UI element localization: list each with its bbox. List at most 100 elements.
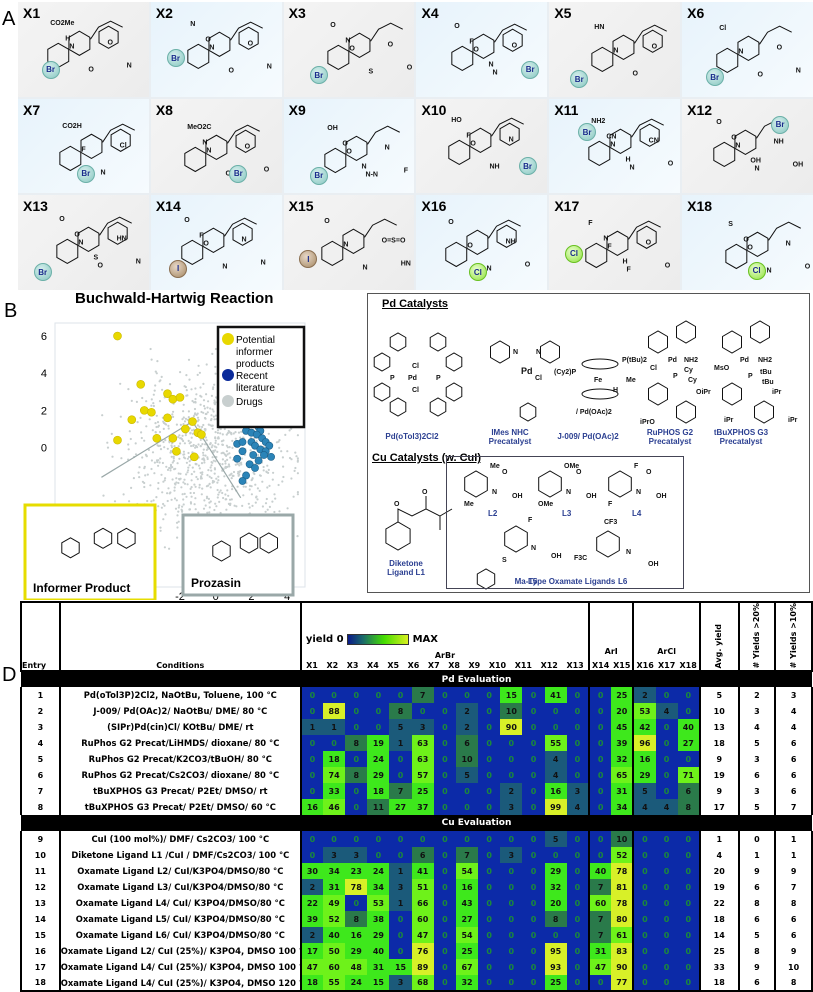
drug-point <box>296 491 299 494</box>
drug-point <box>230 433 233 436</box>
ring-bond <box>327 44 349 71</box>
drug-point <box>195 393 198 396</box>
yield-cell-x11: 0 <box>522 911 545 928</box>
drug-point <box>296 459 299 462</box>
literature-point <box>238 477 247 485</box>
atom-label: Me <box>464 501 474 508</box>
drug-point <box>176 536 179 539</box>
drug-point <box>204 443 207 446</box>
drug-point <box>290 458 293 461</box>
atom-label: N <box>384 144 389 151</box>
yield-cell-x11: 0 <box>522 847 545 864</box>
drug-point <box>166 447 169 450</box>
atom-label: MeO2C <box>187 124 211 131</box>
drug-point <box>164 477 167 480</box>
avg-yield-cell: 4 <box>698 847 739 864</box>
yield-cell-x8: 0 <box>455 831 479 848</box>
yield-cell-x11: 0 <box>522 767 545 784</box>
yield-cell-x14: 0 <box>588 719 612 736</box>
yield-cell-x3: 24 <box>345 975 368 992</box>
y-tick-label: 4 <box>41 368 47 380</box>
atom-label: S <box>368 68 373 75</box>
yield-cell-x9: 0 <box>478 687 501 704</box>
compound-id: X9 <box>288 101 306 118</box>
atom-label: O <box>324 219 330 226</box>
atom-label: OH <box>793 161 804 168</box>
drug-point <box>162 502 165 506</box>
atom-label: OH <box>327 125 338 132</box>
drug-point <box>221 433 224 436</box>
drug-point <box>211 387 215 391</box>
yield-cell-x10: 0 <box>500 959 523 976</box>
yield-legend-label: yield <box>305 634 334 646</box>
atom-label: Cy <box>684 367 693 374</box>
yield-cell-x18: 0 <box>677 831 700 848</box>
drug-point <box>170 446 174 449</box>
compound-id: X12 <box>687 101 713 118</box>
drug-point <box>196 424 199 427</box>
atom-label: F <box>81 146 86 153</box>
drug-point <box>224 460 227 463</box>
drug-point <box>250 493 253 496</box>
yield-cell-x3: 78 <box>345 879 368 896</box>
drug-point <box>213 418 216 421</box>
yield-cell-x14: 0 <box>588 847 612 864</box>
atom-label: N <box>735 142 740 149</box>
yields-gt10-cell: 4 <box>774 719 813 736</box>
halide-marker-br: Br <box>578 123 597 142</box>
drug-point <box>223 427 226 431</box>
yield-cell-x15: 31 <box>611 783 634 800</box>
ring-bond <box>187 43 210 70</box>
drug-point <box>205 412 208 416</box>
drug-point <box>140 436 143 440</box>
entry-header: Entry <box>20 600 60 673</box>
drug-point <box>196 478 199 481</box>
drug-point <box>222 496 225 500</box>
atom-label: N <box>362 265 367 272</box>
ligand-label: L2 <box>488 509 498 518</box>
yield-cell-x11: 0 <box>522 863 545 880</box>
chain-bond <box>628 220 662 240</box>
molecule-structure-x10: HOONHNNF <box>448 117 533 170</box>
drug-point <box>227 463 230 466</box>
literature-point <box>249 451 258 459</box>
drug-point <box>241 504 244 507</box>
section-title: Pd Evaluation <box>21 671 812 688</box>
drug-point <box>211 352 214 355</box>
ring-bond <box>348 32 371 58</box>
drug-point <box>177 445 180 448</box>
ring-bond <box>642 29 664 53</box>
ring-bond <box>519 402 537 422</box>
drug-point <box>258 489 261 492</box>
yield-cell-x12: 20 <box>544 895 567 912</box>
drug-point <box>150 404 153 407</box>
drug-point <box>197 364 200 367</box>
yield-cell-x3: 8 <box>345 735 368 752</box>
yield-cell-x4: 15 <box>367 975 390 992</box>
yield-cell-x3: 3 <box>345 847 368 864</box>
drug-point <box>120 457 123 460</box>
yield-cell-x14: 0 <box>588 703 612 720</box>
drug-point <box>130 399 133 402</box>
chain-bond <box>491 117 525 137</box>
halide-marker-br: Br <box>41 60 60 79</box>
drug-point <box>198 483 201 486</box>
atom-label: iPrO <box>640 419 655 426</box>
drug-point <box>202 454 205 457</box>
yield-cell-x5: 3 <box>389 975 412 992</box>
yield-cell-x14: 0 <box>588 975 612 992</box>
ring-bond <box>636 225 658 250</box>
yield-cell-x17: 0 <box>655 863 678 880</box>
informer-point <box>113 331 122 341</box>
yields-gt10-cell: 7 <box>774 879 813 896</box>
drug-point <box>101 414 104 417</box>
drug-point <box>278 446 281 449</box>
drug-point <box>209 424 212 427</box>
drug-point <box>251 504 254 507</box>
yield-cell-x6: 51 <box>411 879 434 896</box>
ring-bond <box>754 400 774 424</box>
yield-cell-x13: 0 <box>566 975 590 992</box>
